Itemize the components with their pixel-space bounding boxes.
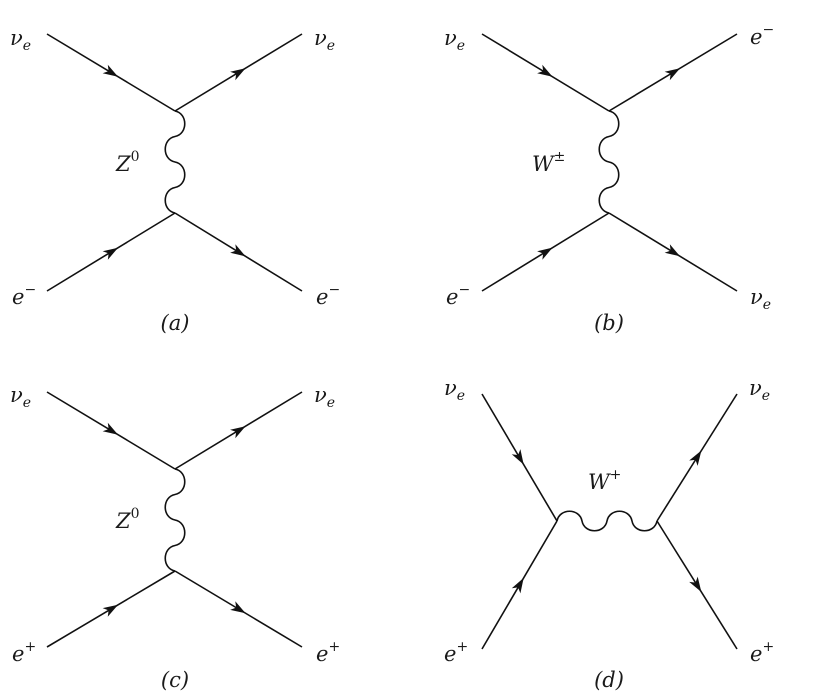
arrow-out-top [689,450,702,466]
arrow-out-bottom [664,244,681,257]
label-out-bottom: e+ [750,639,774,666]
arrow-in-top [102,64,119,77]
arrow-out-top [230,426,246,439]
arrow-out-bottom [689,576,702,592]
label-in-top: νe [10,383,31,411]
label-in-bottom: e− [12,282,36,309]
boson-propagator [598,110,620,214]
label-in-top: νe [444,26,465,54]
boson-label: Z0 [115,506,140,533]
boson-propagator [164,468,186,572]
diagram-c: νe νe e+ e+ Z0 (c) [10,383,340,692]
boson-label: W± [532,149,565,176]
arrow-in-bottom [537,247,553,260]
caption-c: (c) [161,668,189,692]
boson-label: W+ [588,467,621,494]
caption-d: (d) [594,668,624,692]
arrow-in-bottom [102,247,119,260]
arrow-in-bottom [102,604,119,617]
label-out-bottom: e+ [316,639,340,666]
arrow-in-top [511,449,524,465]
label-out-bottom: e− [316,282,340,309]
label-out-bottom: νe [750,285,771,313]
diagram-d: νe νe e+ e+ W+ (d) [444,376,774,692]
label-in-bottom: e+ [12,639,36,666]
label-out-top: νe [314,26,335,54]
arrow-out-bottom [230,601,246,614]
arrow-out-bottom [230,244,246,257]
label-in-top: νe [10,26,31,54]
label-out-top: νe [314,383,335,411]
label-in-bottom: e− [446,282,470,309]
arrow-in-bottom [511,577,524,594]
label-out-top: νe [749,376,770,404]
caption-a: (a) [161,311,190,335]
diagram-b: νe e− e− νe W± (b) [444,22,774,335]
caption-b: (b) [594,311,624,335]
label-in-top: νe [444,376,465,404]
arrow-out-top [230,68,246,81]
label-out-top: e− [750,22,774,49]
boson-propagator [164,110,186,214]
label-in-bottom: e+ [444,639,468,666]
boson-label: Z0 [115,149,140,176]
diagram-a: νe νe e− e− Z0 (a) [10,26,340,335]
arrow-in-top [102,422,119,435]
arrow-in-top [537,64,553,77]
arrow-out-top [664,68,681,81]
boson-propagator [556,510,658,532]
